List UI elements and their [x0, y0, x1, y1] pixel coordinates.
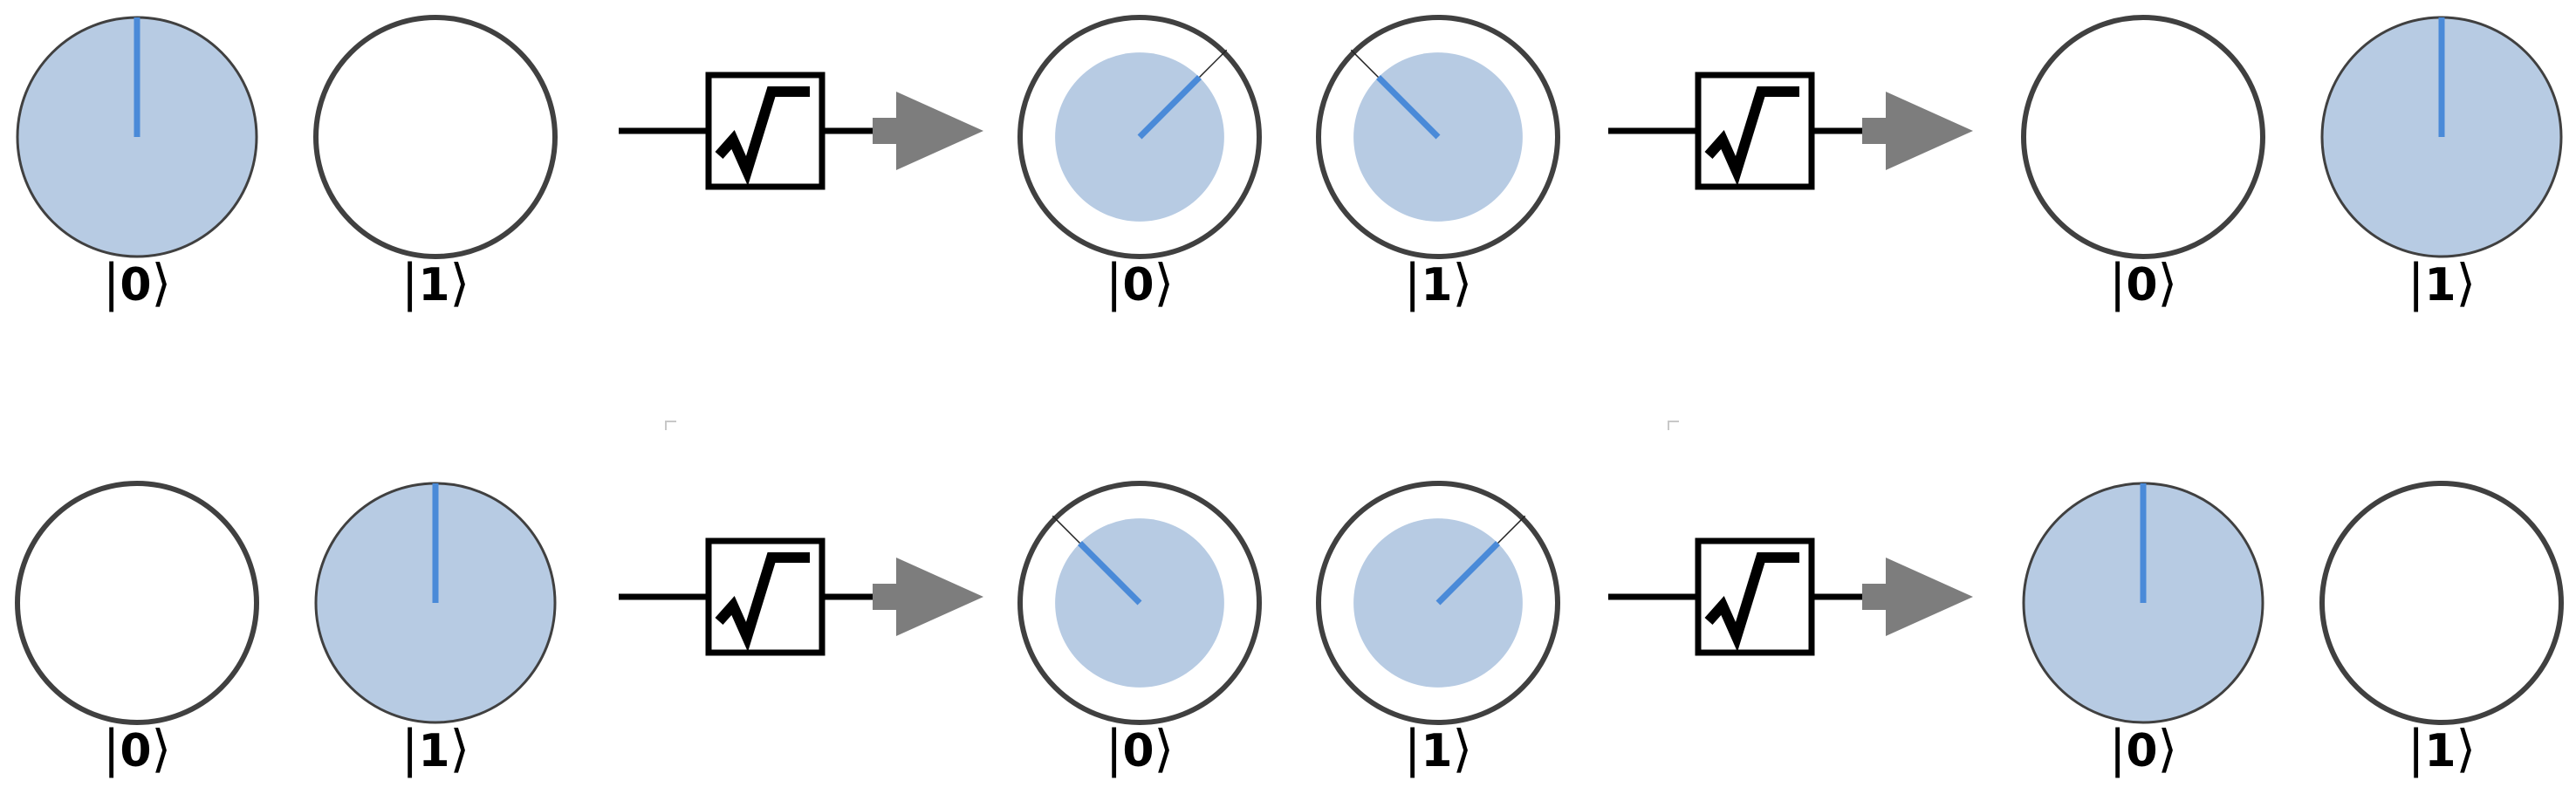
row-top: |0⟩ |1⟩ |0⟩ |1⟩ |0⟩ |1⟩ [16, 15, 2563, 312]
ket-circle-0: |0⟩ [2022, 482, 2264, 778]
square-root-icon [715, 552, 810, 653]
transition-arrow-icon [873, 558, 983, 636]
square-root-icon [1704, 86, 1799, 187]
ket-label: |0⟩ [2109, 253, 2177, 312]
ket-label: |1⟩ [1404, 253, 1472, 312]
ket-label: |0⟩ [1106, 719, 1174, 778]
ket-label: |0⟩ [2109, 719, 2177, 778]
square-root-icon [1704, 552, 1799, 653]
ket-circle-1: |1⟩ [314, 482, 557, 778]
ket-circle-1: |1⟩ [1316, 15, 1560, 312]
ket-circle-0: |0⟩ [2021, 15, 2265, 312]
ket-label: |1⟩ [401, 719, 469, 778]
ket-circle-1: |1⟩ [313, 15, 558, 312]
stage-input: |0⟩ |1⟩ [16, 15, 558, 312]
sqrt-gate [619, 72, 983, 190]
sqrt-gate [619, 537, 983, 656]
phase-guide [1052, 515, 1081, 544]
row-bottom: |0⟩ |1⟩ |0⟩ |1⟩ |0⟩ |1⟩ [15, 481, 2564, 778]
transition-arrow-icon [873, 92, 983, 170]
corner-mark [665, 421, 676, 430]
ket-circle-0: |0⟩ [15, 481, 259, 778]
stage-after-first-sqrt: |0⟩ |1⟩ [1017, 481, 1560, 778]
phase-guide [1350, 49, 1380, 79]
stage-after-second-sqrt: |0⟩ |1⟩ [2022, 481, 2564, 778]
stage-after-first-sqrt: |0⟩ |1⟩ [1017, 15, 1560, 312]
ket-label: |1⟩ [2408, 719, 2476, 778]
ket-label: |1⟩ [1404, 719, 1472, 778]
stage-input: |0⟩ |1⟩ [15, 481, 557, 778]
sqrt-gate [1608, 72, 1973, 190]
ket-circle-0: |0⟩ [1017, 481, 1262, 778]
phase-guide [1198, 49, 1228, 79]
ket-circle-0: |0⟩ [16, 16, 258, 312]
ket-circle-1: |1⟩ [2319, 481, 2564, 778]
stage-after-second-sqrt: |0⟩ |1⟩ [2021, 15, 2563, 312]
square-root-icon [715, 86, 810, 187]
ket-circle-1: |1⟩ [2320, 16, 2563, 312]
ket-label: |0⟩ [1106, 253, 1174, 312]
phase-needle [1078, 541, 1142, 606]
ket-label: |1⟩ [401, 253, 469, 312]
probability-outline [15, 481, 259, 725]
phase-guide [1497, 515, 1526, 544]
ket-label: |0⟩ [103, 719, 171, 778]
ket-label: |0⟩ [103, 253, 171, 312]
phase-needle [1376, 75, 1441, 140]
ket-circle-1: |1⟩ [1316, 481, 1560, 778]
ket-label: |1⟩ [2408, 253, 2476, 312]
probability-outline [2319, 481, 2564, 725]
ket-circle-0: |0⟩ [1017, 15, 1262, 312]
phase-needle [1137, 75, 1202, 140]
transition-arrow-icon [1862, 92, 1973, 170]
sqrt-gate [1608, 537, 1973, 656]
transition-arrow-icon [1862, 558, 1973, 636]
phase-needle [1435, 541, 1500, 606]
probability-outline [313, 15, 558, 259]
probability-outline [2021, 15, 2265, 259]
corner-mark [1668, 421, 1679, 430]
